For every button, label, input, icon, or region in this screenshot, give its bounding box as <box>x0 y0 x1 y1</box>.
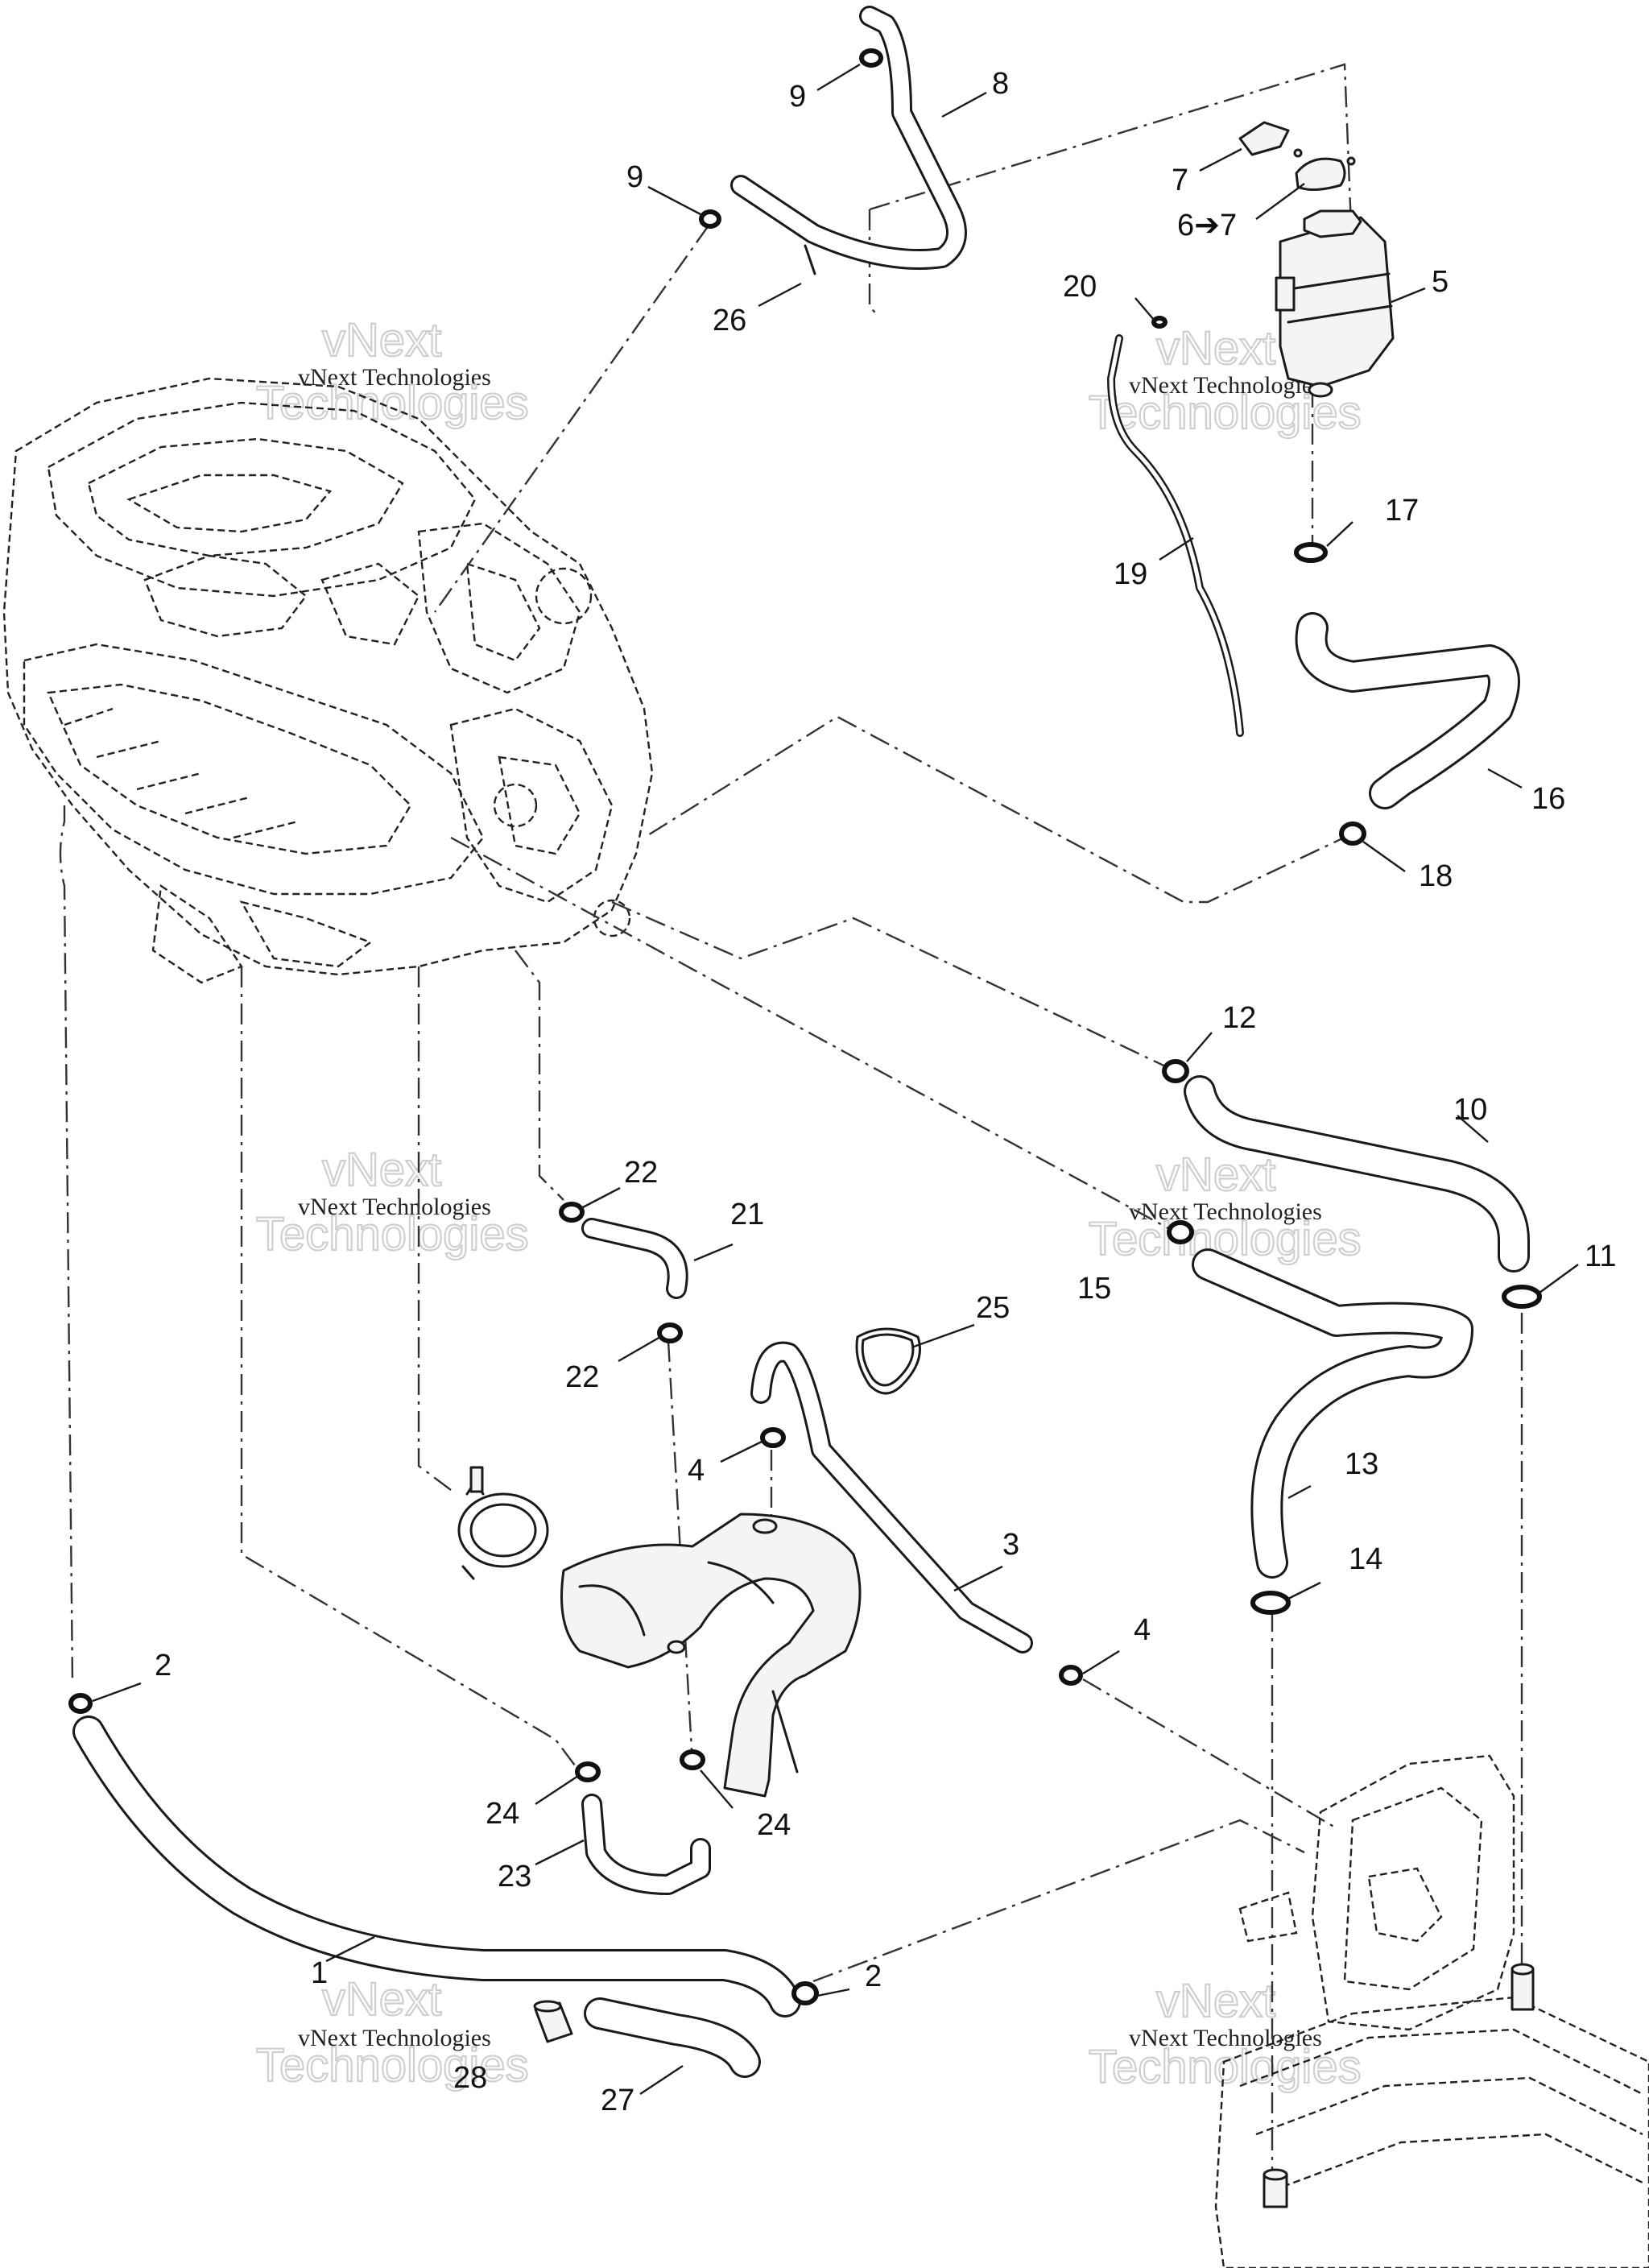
clamp-17 <box>1294 542 1328 563</box>
callout-16: 16 <box>1531 782 1565 816</box>
hose-23 <box>581 1794 711 1895</box>
hose-3 <box>750 1341 1033 1653</box>
callout-1: 1 <box>311 1956 328 1990</box>
watermark-line2: vNext Technologies <box>298 2025 491 2051</box>
watermark-line3: Technologies <box>256 2039 529 2092</box>
callout-4: 4 <box>1134 1613 1151 1647</box>
callout-11: 11 <box>1585 1240 1616 1273</box>
clamp-15 <box>1167 1220 1194 1244</box>
watermark-line1: vNext <box>322 1973 441 2026</box>
clamp-14 <box>1250 1591 1291 1615</box>
clamp-9-upper <box>859 48 883 68</box>
tank-cap <box>1295 156 1356 191</box>
callout-5: 5 <box>1432 265 1449 299</box>
callout-28: 28 <box>453 2061 487 2095</box>
leader-lines <box>92 63 1579 2096</box>
watermark-line2: vNext Technologies <box>1129 1198 1322 1225</box>
callout-9: 9 <box>626 160 643 194</box>
callout-14: 14 <box>1349 1542 1382 1576</box>
callout-19: 19 <box>1114 557 1147 591</box>
callout-25: 25 <box>976 1291 1010 1325</box>
callout-21: 21 <box>730 1198 764 1231</box>
watermark-line1: vNext <box>322 314 441 366</box>
callout-20: 20 <box>1063 270 1097 304</box>
callout-6-to-7: 6➔7 <box>1177 209 1237 242</box>
callout-2: 2 <box>865 1960 882 1993</box>
watermark-top-left: vNext vNext Technologies Technologies <box>255 313 530 430</box>
callout-12: 12 <box>1222 1001 1256 1035</box>
breather-tube-19 <box>1106 334 1244 737</box>
callout-22: 22 <box>624 1156 658 1190</box>
coolant-tank <box>1275 209 1395 398</box>
callout-labels: 9 8 9 7 6➔7 5 20 26 17 19 16 18 12 10 11… <box>155 67 1616 2117</box>
clamp-18 <box>1339 822 1366 846</box>
clamp-22-lower <box>657 1322 683 1343</box>
callout-2: 2 <box>155 1649 172 1682</box>
watermark-line1: vNext <box>1156 322 1275 375</box>
clamp-24-right <box>680 1749 705 1770</box>
callout-9: 9 <box>789 80 806 114</box>
watermark-line3: Technologies <box>256 377 529 429</box>
engine-outline <box>2 377 654 984</box>
callout-24: 24 <box>486 1797 519 1831</box>
callout-27: 27 <box>601 2084 634 2117</box>
fitting-28 <box>533 2000 573 2043</box>
watermark-line3: Technologies <box>1089 2041 1362 2093</box>
watermark-line2: vNext Technologies <box>298 1194 491 1220</box>
callout-3: 3 <box>1002 1528 1019 1562</box>
screw-26 <box>804 244 816 275</box>
callout-17: 17 <box>1385 494 1419 528</box>
callout-22: 22 <box>565 1360 599 1394</box>
hose-10 <box>1184 1075 1530 1273</box>
hose-8 <box>730 6 967 270</box>
hose-16 <box>1295 612 1520 809</box>
watermark-bottom-left: vNext vNext Technologies Technologies <box>255 1972 530 2092</box>
callout-10: 10 <box>1453 1093 1487 1127</box>
clamp-22-upper <box>559 1202 585 1223</box>
callout-4: 4 <box>688 1454 705 1488</box>
callout-24: 24 <box>757 1808 791 1842</box>
hose-27 <box>584 1997 761 2078</box>
cap-gasket <box>1238 121 1303 158</box>
housing-clamp-ring <box>457 1466 549 1580</box>
callout-18: 18 <box>1419 859 1453 893</box>
watermark-mid-left: vNext vNext Technologies Technologies <box>255 1143 530 1261</box>
callout-8: 8 <box>992 67 1009 101</box>
hose-13-15 <box>1192 1248 1473 1579</box>
clamp-2-lower <box>791 1981 819 2005</box>
callout-7: 7 <box>1172 163 1188 197</box>
water-pump-housing <box>560 1513 862 1798</box>
clamp-4-upper <box>760 1427 786 1448</box>
watermark-line1: vNext <box>1156 1148 1275 1201</box>
callout-26: 26 <box>713 304 746 337</box>
watermark-line1: vNext <box>322 1144 441 1196</box>
watermark-line1: vNext <box>1156 1975 1275 2027</box>
watermark-mid-right: vNext vNext Technologies Technologies <box>1088 1148 1362 1266</box>
watermark-bottom-right: vNext vNext Technologies Technologies <box>1088 1974 1362 2094</box>
radiator <box>1214 1754 1649 2268</box>
clamp-24-left <box>575 1761 601 1782</box>
clamp-2-upper <box>68 1693 93 1714</box>
hose-1 <box>72 1715 801 2018</box>
clamp-20 <box>1151 316 1168 329</box>
callout-13: 13 <box>1345 1447 1378 1481</box>
clamp-4-lower <box>1059 1665 1083 1686</box>
clamp-11 <box>1502 1285 1542 1309</box>
callout-15: 15 <box>1077 1272 1111 1306</box>
callout-23: 23 <box>498 1860 531 1893</box>
watermark-line3: Technologies <box>256 1208 529 1260</box>
clamp-12 <box>1162 1059 1189 1083</box>
clamp-9-lower <box>699 209 721 229</box>
hose-21 <box>581 1218 688 1299</box>
routing-lines <box>59 63 1523 2175</box>
seal-25 <box>855 1327 921 1395</box>
